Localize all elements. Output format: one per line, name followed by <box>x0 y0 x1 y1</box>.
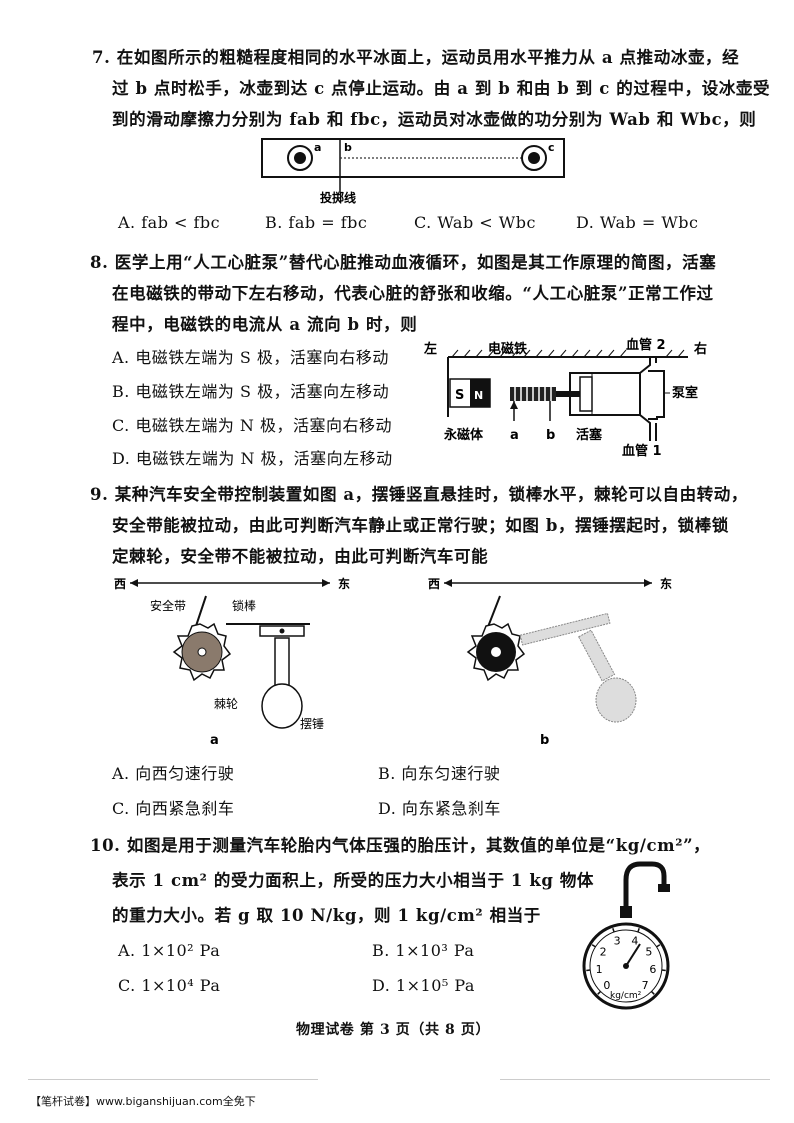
q9-option-c: C. 向西紧急刹车 <box>112 799 235 818</box>
label-left: 左 <box>424 341 437 357</box>
label-lock-rod: 锁棒 <box>232 598 256 613</box>
label-vessel-1: 血管 1 <box>622 443 662 459</box>
gauge-unit-label: kg/cm² <box>610 991 642 1001</box>
label-figure-a: a <box>210 733 219 748</box>
magnet-n-label: N <box>474 389 483 402</box>
label-ratchet: 棘轮 <box>214 697 238 711</box>
q10-stem-line-2: 表示 1 cm² 的受力面积上，所受的压力大小相当于 1 kg 物体 <box>112 871 595 890</box>
q7-stem-line-2: 过 b 点时松手，冰壶到达 c 点停止运动。由 a 到 b 和由 b 到 c 的… <box>112 79 771 98</box>
piston <box>579 376 593 412</box>
gauge-tick-label: 0 <box>603 979 610 992</box>
watermark-text: 【笔杆试卷】www.biganshijuan.com全免下 <box>30 1095 256 1108</box>
gauge-tick <box>591 944 596 948</box>
label-east: 东 <box>338 576 350 591</box>
label-piston: 活塞 <box>576 427 603 443</box>
q9-stem-line-2: 安全带能被拉动，由此可判断汽车静止或正常行驶；如图 b，摆锤摆起时，锁棒锁 <box>112 516 729 535</box>
q7-stem-line-3: 到的滑动摩擦力分别为 fab 和 fbc，运动员对冰壶做的功分别为 Wab 和 … <box>112 110 757 129</box>
label-permanent-magnet: 永磁体 <box>443 427 484 443</box>
q7-option-b: B. fab = fbc <box>265 213 368 232</box>
gauge-tick <box>637 927 640 933</box>
q8-option-b: B. 电磁铁左端为 S 极，活塞向左移动 <box>112 382 390 401</box>
label-electromagnet: 电磁铁 <box>488 341 527 357</box>
ratchet-wheel-b <box>466 622 526 682</box>
q10-option-a: A. 1×10² Pa <box>118 941 221 960</box>
gauge-tick-label: 1 <box>596 963 603 976</box>
q9-seatbelt-figure-a: 西 东 安全带 锁棒 棘轮 摆锤 a <box>114 576 350 748</box>
gauge-tick-label: 3 <box>614 935 621 948</box>
label-west: 西 <box>114 577 126 591</box>
q10-stem-line-3: 的重力大小。若 g 取 10 N/kg，则 1 kg/cm² 相当于 <box>112 906 541 925</box>
label-right: 右 <box>693 341 707 357</box>
gauge-tick <box>597 990 602 995</box>
label-b: b <box>344 141 352 154</box>
lock-rod-b <box>519 612 611 646</box>
q8-option-a: A. 电磁铁左端为 S 极，活塞向右移动 <box>112 348 389 367</box>
label-c: c <box>548 141 555 154</box>
q7-option-a: A. fab < fbc <box>118 213 221 232</box>
label-pendulum: 摆锤 <box>300 716 324 731</box>
label-seatbelt: 安全带 <box>150 598 186 613</box>
pendulum-bob-b <box>595 677 637 723</box>
q9-option-d: D. 向东紧急刹车 <box>378 799 501 818</box>
label-east-b: 东 <box>660 576 672 591</box>
page-footer: 物理试卷 第 3 页（共 8 页） <box>296 1022 491 1038</box>
q9-option-a: A. 向西匀速行驶 <box>112 764 235 783</box>
gauge-needle <box>625 943 641 967</box>
gauge-tick <box>656 944 661 948</box>
gauge-tick-label: 5 <box>645 946 652 959</box>
gauge-tick-label: 2 <box>600 946 607 959</box>
label-wire-b: b <box>546 428 555 443</box>
q7-option-d: D. Wab = Wbc <box>576 213 699 232</box>
q8-heart-pump-figure: S N 左 电磁铁 血管 2 右 泵室 永磁体 a b 活塞 血管 1 <box>424 337 707 459</box>
label-vessel-2: 血管 2 <box>626 337 666 353</box>
gauge-tick-label: 7 <box>642 979 649 992</box>
q8-stem-line-1: 8. 医学上用“人工心脏泵”替代心脏推动血液循环，如图是其工作原理的简图，活塞 <box>90 253 717 272</box>
gauge-tick <box>612 927 615 933</box>
curling-stone-end-icon <box>521 145 547 171</box>
q10-option-d: D. 1×10⁵ Pa <box>372 976 475 995</box>
q10-option-b: B. 1×10³ Pa <box>372 941 475 960</box>
q10-stem-line-1: 10. 如图是用于测量汽车轮胎内气体压强的胎压计，其数值的单位是“kg/cm²”… <box>90 836 711 855</box>
gauge-tick-label: 6 <box>649 963 656 976</box>
label-figure-b: b <box>540 733 549 748</box>
curling-stone-start-icon <box>287 145 313 171</box>
q7-stem-line-1: 7. 在如图所示的粗糙程度相同的水平冰面上，运动员用水平推力从 a 点推动冰壶，… <box>92 48 740 67</box>
q9-stem-line-3: 定棘轮，安全带不能被拉动，由此可判断汽车可能 <box>112 547 489 566</box>
q9-seatbelt-figure-b: 西 东 b <box>428 576 672 748</box>
ratchet-wheel <box>172 622 232 682</box>
gauge-tick-label: 4 <box>631 935 638 948</box>
throw-line-caption: 投掷线 <box>320 190 356 205</box>
gauge-hose <box>623 861 667 912</box>
magnet-s-label: S <box>455 388 464 403</box>
pendulum-bob <box>261 683 303 729</box>
q8-stem-line-2: 在电磁铁的带动下左右移动，代表心脏的舒张和收缩。“人工心脏泵”正常工作过 <box>112 284 714 303</box>
q8-option-d: D. 电磁铁左端为 N 极，活塞向左移动 <box>112 449 393 468</box>
label-wire-a: a <box>510 428 519 443</box>
q9-stem-line-1: 9. 某种汽车安全带控制装置如图 a，摆锤竖直悬挂时，锁棒水平，棘轮可以自由转动… <box>90 485 749 504</box>
label-west-b: 西 <box>428 577 440 591</box>
q8-stem-line-3: 程中，电磁铁的电流从 a 流向 b 时，则 <box>112 315 418 334</box>
gauge-tick <box>650 990 655 995</box>
q9-option-b: B. 向东匀速行驶 <box>378 764 501 783</box>
q8-option-c: C. 电磁铁左端为 N 极，活塞向右移动 <box>112 416 393 435</box>
label-pump-chamber: 泵室 <box>672 385 698 401</box>
label-a: a <box>314 141 321 154</box>
q10-option-c: C. 1×10⁴ Pa <box>118 976 221 995</box>
q7-option-c: C. Wab < Wbc <box>414 213 536 232</box>
pendulum-arm-b <box>578 629 616 682</box>
pendulum-arm <box>274 637 290 689</box>
q7-curling-figure: a b c 投掷线 <box>261 138 565 205</box>
